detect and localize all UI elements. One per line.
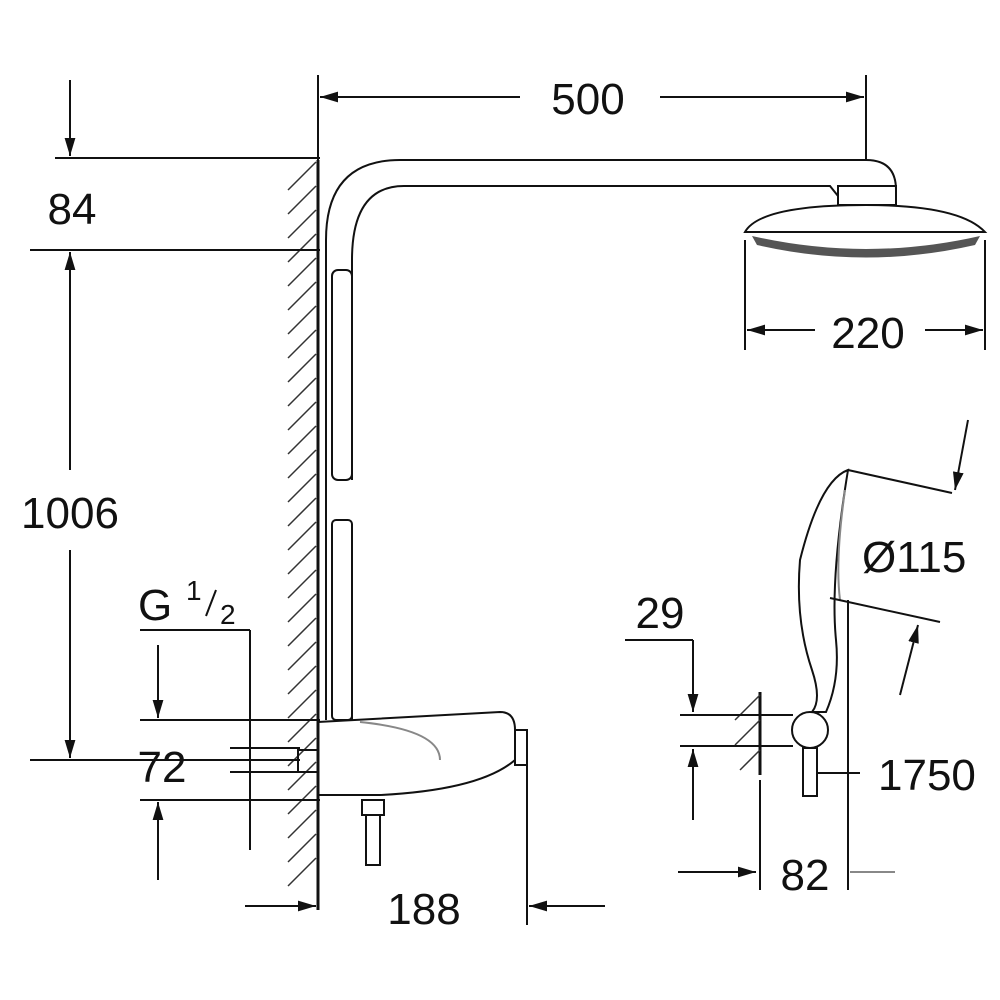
dimension-hose-holder: 1750 82: [678, 600, 976, 900]
hatch-line: [287, 833, 317, 863]
hatch-line: [287, 713, 317, 743]
hatch-line: [287, 449, 317, 479]
hatch-line: [287, 257, 317, 287]
hatch-line: [287, 569, 317, 599]
hatch-line: [287, 641, 317, 671]
hatch-line: [287, 689, 317, 719]
shower-riser-arm: [325, 159, 897, 721]
head-diameter-label: 220: [831, 309, 904, 358]
thread-numerator: 1: [186, 575, 202, 606]
dimension-inlet: G 1 2 72: [138, 575, 320, 880]
dimension-holder-offset: 29: [625, 589, 760, 820]
dimension-height: 84 1006: [21, 80, 320, 761]
hatch-line: [287, 473, 317, 503]
hatch-line: [287, 497, 317, 527]
hatch-line: [287, 761, 317, 791]
hatch-line: [287, 401, 317, 431]
wall-hatching: [287, 160, 320, 910]
holder-offset-label: 29: [636, 589, 685, 638]
hatch-line: [287, 809, 317, 839]
hatch-line: [287, 353, 317, 383]
dimension-arm-length: 500: [317, 75, 867, 160]
thread-label: G: [138, 581, 172, 630]
fraction-slash: [205, 589, 217, 617]
hatch-line: [287, 737, 317, 767]
top-offset-label: 84: [48, 185, 97, 234]
head-shower: 220: [743, 185, 988, 358]
holder-projection-label: 82: [781, 851, 830, 900]
thread-denominator: 2: [220, 599, 236, 630]
hatch-line: [287, 857, 317, 887]
hose-length-label: 1750: [878, 751, 976, 800]
mixer-projection-label: 188: [387, 885, 460, 934]
hatch-line: [287, 185, 317, 215]
hatch-line: [287, 233, 317, 263]
hatch-line: [287, 209, 317, 239]
inlet-spacing-label: 72: [138, 743, 187, 792]
height-label: 1006: [21, 489, 119, 538]
hand-shower-diameter-label: Ø115: [862, 533, 966, 582]
dimension-mixer-projection: 188: [245, 765, 605, 934]
hatch-line: [287, 377, 317, 407]
hatch-line: [287, 617, 317, 647]
hatch-line: [287, 161, 317, 191]
hatch-line: [287, 305, 317, 335]
hatch-line: [287, 545, 317, 575]
hatch-line: [287, 521, 317, 551]
arm-length-label: 500: [551, 75, 624, 124]
hatch-line: [287, 665, 317, 695]
thermostat-mixer: [297, 710, 528, 866]
hand-shower: Ø115: [734, 419, 969, 797]
hatch-line: [287, 425, 317, 455]
hatch-line: [287, 281, 317, 311]
hatch-line: [287, 593, 317, 623]
hatch-line: [287, 329, 317, 359]
